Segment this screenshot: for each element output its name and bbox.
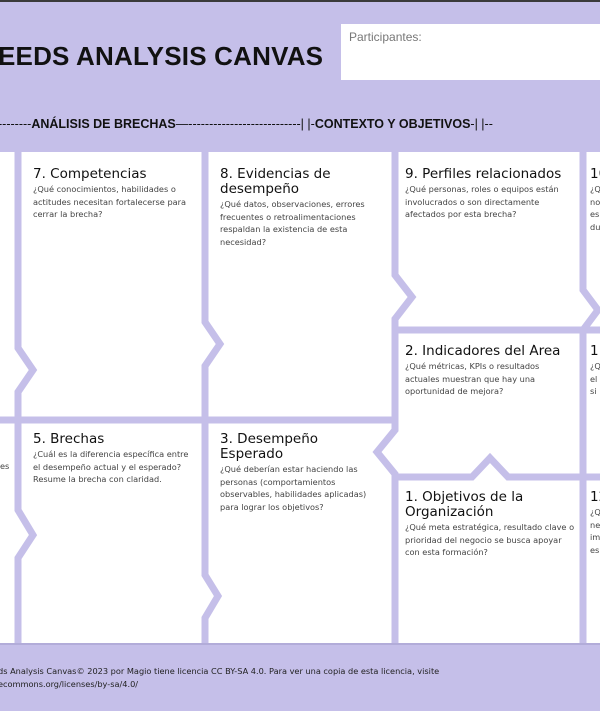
block-prompt: es [0,461,10,471]
block-title: 3. Desempeño Esperado [220,432,319,462]
block-prompt: ¿Cuál es la diferencia específica entre … [33,449,189,484]
block-perfiles[interactable]: 9. Perfiles relacionados ¿Qué personas, … [405,167,575,221]
block-prompt: ¿Qué datos, observaciones, errores frecu… [220,199,365,247]
top-border [0,0,600,2]
section-divider: -| |-- [470,117,493,131]
block-prompt: ¿Qué personas, roles o equipos están inv… [405,184,559,219]
divider-col2 [201,152,225,643]
block-prompt: ¿Qué métricas, KPIs o resultados actuale… [405,361,540,396]
block-title: 11. [590,344,600,359]
canvas-background [0,152,600,643]
license-link[interactable]: ecommons.org/licenses/by-sa/4.0/ [0,679,139,689]
block-title: 12 [590,490,600,505]
section-divider: —---------------------------| |- [175,117,315,131]
block-title: 5. Brechas [33,432,105,447]
block-title: 1. Objetivos de la Organización [405,490,524,520]
block-brechas[interactable]: 5. Brechas ¿Cuál es la diferencia especí… [33,432,198,486]
license-footer: ds Analysis Canvas© 2023 por Magio tiene… [0,665,439,691]
block-title: 7. Competencias [33,167,147,182]
section-divider: -------- [0,117,32,131]
divider-col1 [14,152,38,643]
block-indicadores[interactable]: 2. Indicadores del Área ¿Qué métricas, K… [405,344,575,398]
block-title: 9. Perfiles relacionados [405,167,562,182]
section-headers: --------ANÁLISIS DE BRECHAS—------------… [0,117,493,131]
block-desempeno-esperado[interactable]: 3. Desempeño Esperado ¿Qué deberían esta… [220,432,385,513]
section-context: CONTEXTO Y OBJETIVOS [314,117,471,131]
divider-row-right-bottom [395,452,600,481]
block-title: 10 [590,167,600,182]
block-prompt: ¿Qué deberían estar haciendo las persona… [220,464,367,512]
participants-field[interactable]: Participantes: [341,24,600,80]
block-prompt: ¿Qué conocimientos, habilidades o actitu… [33,184,187,219]
block-title: 2. Indicadores del Área [405,344,561,359]
divider-col3-bottom [372,420,399,643]
block-objetivos[interactable]: 1. Objetivos de la Organización ¿Qué met… [405,490,577,559]
section-gap-analysis: ANÁLISIS DE BRECHAS [31,117,176,131]
block-title: 8. Evidencias de desempeño [220,167,331,197]
participants-label: Participantes: [349,30,422,44]
divider-col3-top [391,152,417,420]
block-left-clipped[interactable]: es [0,459,12,473]
block-evidencias[interactable]: 8. Evidencias de desempeño ¿Qué datos, o… [220,167,385,248]
block-prompt: ¿Qué meta estratégica, resultado clave o… [405,522,575,557]
divider-col4 [579,152,600,643]
page-title: EEDS ANALYSIS CANVAS [0,41,324,71]
license-line: ds Analysis Canvas© 2023 por Magio tiene… [0,666,440,676]
block-competencias[interactable]: 7. Competencias ¿Qué conocimientos, habi… [33,167,198,221]
